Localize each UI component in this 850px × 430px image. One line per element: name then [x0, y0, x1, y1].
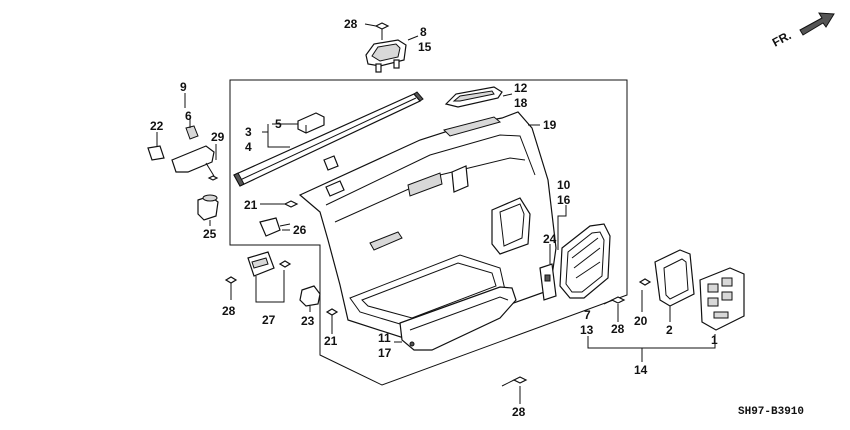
- callout-28: 28: [222, 304, 236, 318]
- part-trim-clip: [259, 217, 291, 237]
- callout-5: 5: [275, 117, 282, 131]
- callout-11: 11: [378, 331, 391, 345]
- callout-22: 22: [150, 119, 164, 133]
- part-clip: [297, 112, 325, 134]
- arrow-icon: [799, 12, 835, 36]
- screws: [207, 175, 652, 387]
- callout-21: 21: [324, 334, 338, 348]
- part-speaker-bracket: [539, 263, 557, 301]
- callout-15: 15: [418, 40, 432, 54]
- callouts: 28 8 15 9 6 22 29 3 4 5 12 18 19 21 25 2…: [150, 17, 718, 419]
- callout-2: 2: [666, 323, 673, 337]
- part-weatherstrip: [233, 91, 424, 187]
- part-door-lining: [298, 111, 557, 341]
- callout-23: 23: [301, 314, 315, 328]
- part-handle-bezel: [444, 86, 503, 108]
- part-switch-bezel: [365, 22, 407, 73]
- callout-7: 7: [584, 308, 591, 322]
- part-grommet: [197, 194, 219, 221]
- part-door-pocket: [399, 286, 517, 351]
- callout-13: 13: [580, 323, 594, 337]
- callout-24: 24: [543, 232, 557, 246]
- part-bracket-set: [247, 251, 275, 277]
- direction-label: FR.: [770, 28, 794, 49]
- door-lining-group-outline: [229, 79, 628, 386]
- callout-28: 28: [512, 405, 526, 419]
- callout-14: 14: [634, 363, 648, 377]
- leader-lines: [156, 23, 716, 404]
- part-lock-bracket: [147, 125, 215, 177]
- callout-26: 26: [293, 223, 307, 237]
- part-clip-23: [299, 285, 321, 307]
- part-speaker-grille: [559, 223, 611, 299]
- callout-16: 16: [557, 193, 571, 207]
- callout-12: 12: [514, 81, 528, 95]
- callout-21: 21: [244, 198, 258, 212]
- callout-18: 18: [514, 96, 528, 110]
- callout-1: 1: [711, 333, 718, 347]
- part-window-switch: [699, 267, 745, 331]
- callout-20: 20: [634, 314, 648, 328]
- callout-17: 17: [378, 346, 392, 360]
- drawing-code: SH97-B3910: [738, 406, 804, 418]
- callout-9: 9: [180, 80, 187, 94]
- callout-8: 8: [420, 25, 427, 39]
- callout-10: 10: [557, 178, 571, 192]
- front-direction-arrow: FR.: [770, 12, 835, 50]
- callout-28: 28: [344, 17, 358, 31]
- callout-4: 4: [245, 140, 252, 154]
- callout-28: 28: [611, 322, 625, 336]
- assembly-bracket: [229, 79, 628, 386]
- callout-27: 27: [262, 313, 276, 327]
- part-gasket: [654, 249, 695, 307]
- callout-6: 6: [185, 109, 192, 123]
- callout-3: 3: [245, 125, 252, 139]
- callout-25: 25: [203, 227, 217, 241]
- callout-29: 29: [211, 130, 225, 144]
- callout-19: 19: [543, 118, 557, 132]
